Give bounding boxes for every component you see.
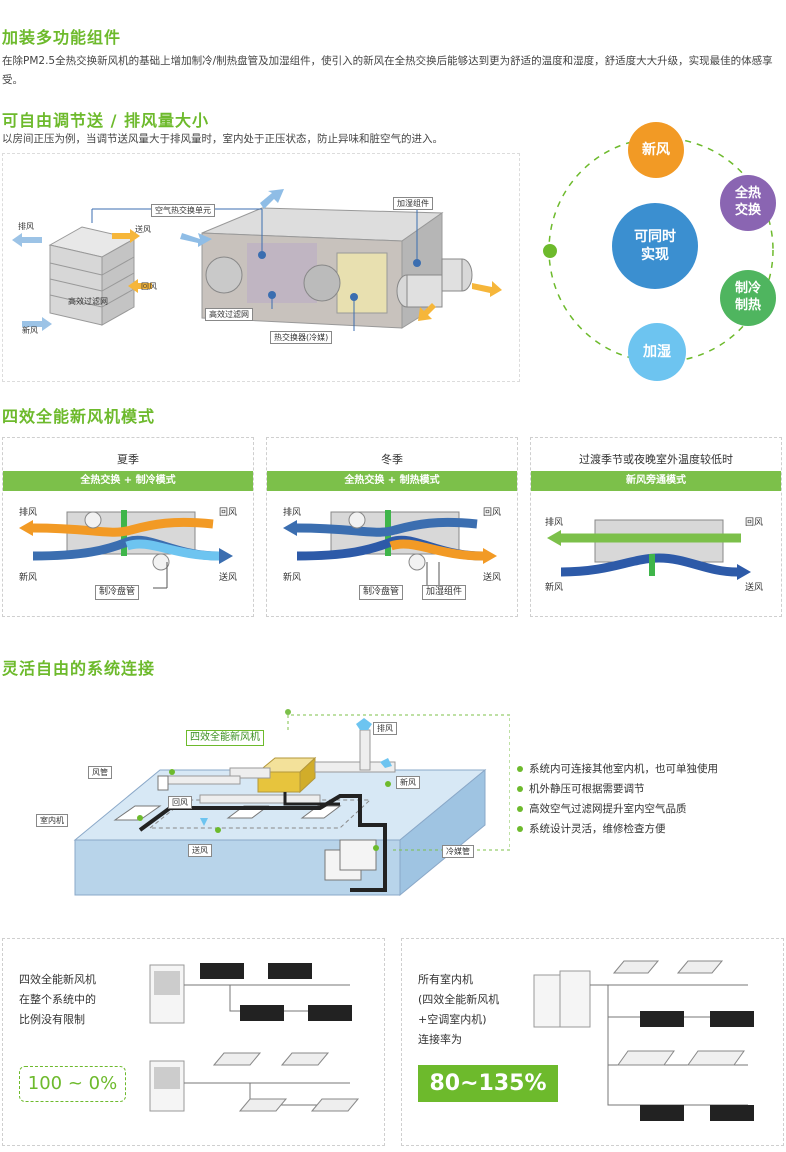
label-exhaust: 排风 <box>373 722 397 735</box>
feature-item: 高效空气过滤网提升室内空气品质 <box>517 799 718 819</box>
section-title-modes: 四效全能新风机模式 <box>2 407 156 426</box>
circle-heat-exchange: 全热 交换 <box>720 175 776 231</box>
label-supply: 送风 <box>219 573 238 583</box>
label-cooling-coil: 制冷盘管 <box>359 585 404 600</box>
feature-list: 系统内可连接其他室内机，也可单独使用 机外静压可根据需要调节 高效空气过滤网提升… <box>517 759 718 839</box>
label-filter-core: 高效过滤网 <box>68 297 108 306</box>
ratio-right-text-4: 连接率为 <box>418 1033 462 1046</box>
section-title-airflow: 可自由调节送 / 排风量大小 <box>2 111 209 130</box>
label-humidifier: 加湿组件 <box>422 585 467 600</box>
mode-name: 全热交换 + 制热模式 <box>267 471 517 491</box>
label-return: 回风 <box>483 508 502 518</box>
circle-center-text: 可同时 实现 <box>634 228 676 263</box>
label-supply: 送风 <box>135 225 151 234</box>
ratio-left-text-2: 在整个系统中的 <box>19 993 96 1006</box>
label-return: 回风 <box>141 282 157 291</box>
unit-internal-diagram <box>12 189 502 331</box>
mode-card-summer: 夏季 全热交换 + 制冷模式 排风 回风 新风 送风 制冷盘管 <box>2 437 254 617</box>
label-supply: 送风 <box>483 573 502 583</box>
section-title-multifunction: 加装多功能组件 <box>2 28 122 47</box>
label-supply: 送风 <box>745 583 764 593</box>
system-left-units <box>149 963 360 1112</box>
circle-cool-heat: 制冷 制热 <box>720 270 776 326</box>
feature-item: 系统内可连接其他室内机，也可单独使用 <box>517 759 718 779</box>
ratio-panel-left <box>2 938 385 1146</box>
system-diagram <box>73 709 510 897</box>
feature-item: 机外静压可根据需要调节 <box>517 779 718 799</box>
circle-fresh-air-text: 新风 <box>642 141 670 158</box>
mode-card-winter: 冬季 全热交换 + 制热模式 排风 回风 新风 送风 制冷盘管 加湿组件 <box>266 437 518 617</box>
label-refrigerant: 冷媒管 <box>442 845 474 858</box>
label-fresh: 新风 <box>22 326 38 335</box>
circle-cool-heat-text: 制冷 制热 <box>734 281 761 313</box>
unit-diagram-frame <box>2 153 520 382</box>
section-desc-airflow: 以房间正压为例，当调节送风量大于排风量时，室内处于正压状态，防止异味和脏空气的进… <box>2 133 443 145</box>
ratio-right-text-2: (四效全能新风机 <box>418 993 500 1006</box>
circle-center: 可同时 实现 <box>612 203 698 289</box>
label-supply: 送风 <box>188 844 212 857</box>
mode-name: 全热交换 + 制冷模式 <box>3 471 253 491</box>
label-filter: 高效过滤网 <box>205 308 253 321</box>
section-desc-multifunction: 在除PM2.5全热交换新风机的基础上增加制冷/制热盘管及加湿组件，使引入的新风在… <box>2 55 773 86</box>
circle-heat-exchange-text: 全热 交换 <box>734 186 761 218</box>
ratio-right-value: 80~135% <box>418 1065 558 1102</box>
mode-card-transition: 过渡季节或夜晚室外温度较低时 新风旁通模式 排风 回风 新风 送风 <box>530 437 782 617</box>
section-title-system: 灵活自由的系统连接 <box>2 659 156 678</box>
label-cooling-coil: 制冷盘管 <box>95 585 140 600</box>
label-exhaust: 排风 <box>545 518 564 528</box>
label-unit: 四效全能新风机 <box>186 730 264 746</box>
circle-humidify: 加湿 <box>628 323 686 381</box>
mode-season: 冬季 <box>381 453 403 466</box>
mode-name: 新风旁通模式 <box>531 471 781 491</box>
circle-fresh-air: 新风 <box>628 122 684 178</box>
ratio-right-text-3: +空调室内机) <box>418 1013 487 1026</box>
mode-diagram <box>19 510 233 589</box>
ratio-left-text-1: 四效全能新风机 <box>19 973 96 986</box>
mode-season: 夏季 <box>117 453 139 466</box>
label-heat-exchange-unit: 空气热交换单元 <box>151 204 215 217</box>
ratio-panel-right <box>401 938 784 1146</box>
ratio-left-text-3: 比例没有限制 <box>19 1013 85 1026</box>
label-return: 回风 <box>219 508 238 518</box>
label-duct: 风管 <box>88 766 112 779</box>
label-fresh: 新风 <box>545 583 564 593</box>
label-return: 回风 <box>745 518 764 528</box>
label-return: 回风 <box>168 796 192 809</box>
system-right-units <box>533 960 754 1121</box>
circle-ring <box>543 137 774 363</box>
ratio-left-value: 100 ~ 0% <box>19 1066 126 1102</box>
label-fresh: 新风 <box>283 573 302 583</box>
label-exhaust: 排风 <box>283 508 302 518</box>
mode-diagram <box>283 510 497 588</box>
feature-item: 系统设计灵活，维修检查方便 <box>517 819 718 839</box>
label-fresh: 新风 <box>396 776 420 789</box>
label-indoor: 室内机 <box>36 814 68 827</box>
circle-humidify-text: 加湿 <box>643 343 671 360</box>
label-fresh: 新风 <box>19 573 38 583</box>
label-coil: 热交换器(冷媒) <box>270 331 333 344</box>
ratio-right-text-1: 所有室内机 <box>418 973 473 986</box>
core-stack <box>48 226 136 326</box>
label-exhaust: 排风 <box>18 222 34 231</box>
mode-diagram <box>547 519 751 580</box>
mode-season: 过渡季节或夜晚室外温度较低时 <box>579 453 733 466</box>
label-exhaust: 排风 <box>19 508 38 518</box>
label-humidifier: 加湿组件 <box>393 197 433 210</box>
main-unit <box>201 207 473 329</box>
